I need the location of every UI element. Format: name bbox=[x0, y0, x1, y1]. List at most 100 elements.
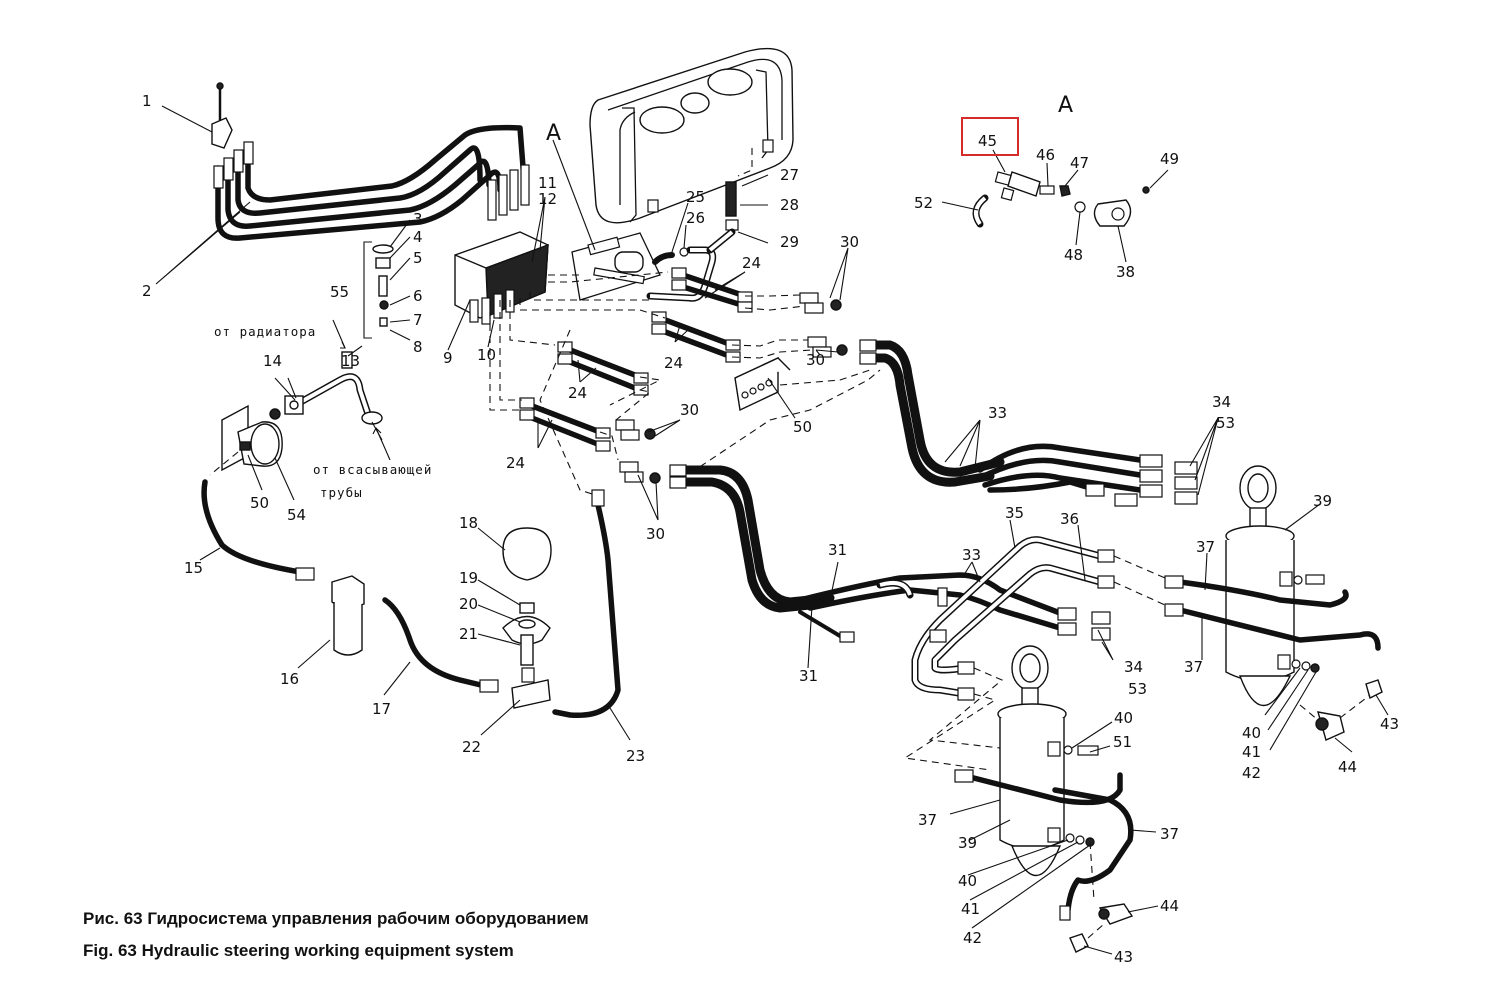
label-part-37-d: 37 bbox=[1160, 825, 1179, 843]
cylinder-left bbox=[997, 645, 1099, 876]
label-part-15: 15 bbox=[184, 559, 203, 577]
label-part-8: 8 bbox=[413, 338, 423, 356]
label-part-5: 5 bbox=[413, 249, 423, 267]
label-part-26: 26 bbox=[686, 209, 705, 227]
label-part-29: 29 bbox=[780, 233, 799, 251]
label-part-14: 14 bbox=[263, 352, 282, 370]
label-part-24-b: 24 bbox=[664, 354, 683, 372]
bracket-50 bbox=[734, 356, 791, 412]
label-part-7: 7 bbox=[413, 311, 423, 329]
label-part-2: 2 bbox=[142, 282, 152, 300]
hydraulic-tank bbox=[589, 47, 794, 224]
label-part-18: 18 bbox=[459, 514, 478, 532]
label-part-4: 4 bbox=[413, 228, 423, 246]
label-part-47: 47 bbox=[1070, 154, 1089, 172]
pilot-control-handle bbox=[211, 82, 233, 149]
label-part-27: 27 bbox=[780, 166, 799, 184]
label-part-41-a: 41 bbox=[1242, 743, 1261, 761]
detail-ref-label: A bbox=[546, 121, 561, 146]
label-part-19: 19 bbox=[459, 569, 478, 587]
hoses-33-right bbox=[977, 443, 1198, 507]
label-part-35: 35 bbox=[1005, 504, 1024, 522]
relief-valve-kit bbox=[363, 241, 394, 339]
control-valve-block bbox=[454, 164, 549, 325]
label-part-24-d: 24 bbox=[506, 454, 525, 472]
label-part-22: 22 bbox=[462, 738, 481, 756]
label-part-44-a: 44 bbox=[1338, 758, 1357, 776]
label-part-34-b: 34 bbox=[1124, 658, 1143, 676]
suction-dashline bbox=[209, 451, 239, 476]
label-part-30-c: 30 bbox=[680, 401, 699, 419]
label-part-30-d: 30 bbox=[646, 525, 665, 543]
label-part-34-a: 34 bbox=[1212, 393, 1231, 411]
label-part-33-a: 33 bbox=[988, 404, 1007, 422]
hoses-24 bbox=[519, 267, 753, 452]
label-part-52: 52 bbox=[914, 194, 933, 212]
highlight-box-part-45 bbox=[961, 117, 1019, 156]
main-hoses-center bbox=[669, 339, 1005, 613]
figure-caption-ru: Рис. 63 Гидросистема управления рабочим … bbox=[83, 909, 589, 928]
note-from-suction-pipe-line2: трубы bbox=[320, 485, 363, 500]
label-part-50-b: 50 bbox=[250, 494, 269, 512]
label-part-24-a: 24 bbox=[742, 254, 761, 272]
label-part-36: 36 bbox=[1060, 510, 1079, 528]
label-part-6: 6 bbox=[413, 287, 423, 305]
flow-notes: от радиатора от всасывающей трубы bbox=[214, 319, 431, 500]
detail-a-enlargement bbox=[972, 171, 1150, 228]
label-part-25: 25 bbox=[686, 188, 705, 206]
label-part-49: 49 bbox=[1160, 150, 1179, 168]
label-part-24-c: 24 bbox=[568, 384, 587, 402]
cylinder-right bbox=[1225, 465, 1325, 706]
label-part-45: 45 bbox=[978, 132, 997, 150]
label-part-23: 23 bbox=[626, 747, 645, 765]
callout-labels: 1 2 3 4 5 6 7 8 55 9 10 11 12 A 25 26 27… bbox=[142, 92, 1399, 966]
label-part-43-a: 43 bbox=[1380, 715, 1399, 733]
label-part-10: 10 bbox=[477, 346, 496, 364]
label-part-54: 54 bbox=[287, 506, 306, 524]
label-part-53-b: 53 bbox=[1128, 680, 1147, 698]
label-part-28: 28 bbox=[780, 196, 799, 214]
label-part-37-a: 37 bbox=[1196, 538, 1215, 556]
label-part-51: 51 bbox=[1113, 733, 1132, 751]
label-part-13: 13 bbox=[341, 352, 360, 370]
label-part-37-b: 37 bbox=[1184, 658, 1203, 676]
label-part-41-b: 41 bbox=[961, 900, 980, 918]
label-part-50-a: 50 bbox=[793, 418, 812, 436]
label-part-9: 9 bbox=[443, 349, 453, 367]
label-part-16: 16 bbox=[280, 670, 299, 688]
adapters-30 bbox=[615, 292, 848, 484]
label-part-53-a: 53 bbox=[1216, 414, 1235, 432]
label-part-37-c: 37 bbox=[918, 811, 937, 829]
detail-a-assembly-inline bbox=[571, 181, 739, 302]
label-part-31-b: 31 bbox=[799, 667, 818, 685]
label-part-30-b: 30 bbox=[806, 351, 825, 369]
hoses-37 bbox=[954, 575, 1381, 921]
label-part-17: 17 bbox=[372, 700, 391, 718]
label-part-20: 20 bbox=[459, 595, 478, 613]
pump-group bbox=[221, 351, 383, 472]
label-part-30-a: 30 bbox=[840, 233, 859, 251]
label-part-48: 48 bbox=[1064, 246, 1083, 264]
pilot-hoses bbox=[213, 124, 527, 241]
label-part-42-a: 42 bbox=[1242, 764, 1261, 782]
label-part-31-a: 31 bbox=[828, 541, 847, 559]
label-part-40-b: 40 bbox=[1114, 709, 1133, 727]
label-part-46: 46 bbox=[1036, 146, 1055, 164]
figure-caption-en: Fig. 63 Hydraulic steering working equip… bbox=[83, 941, 514, 960]
label-part-33-b: 33 bbox=[962, 546, 981, 564]
note-from-radiator: от радиатора bbox=[214, 324, 316, 339]
label-part-21: 21 bbox=[459, 625, 478, 643]
label-part-39-a: 39 bbox=[1313, 492, 1332, 510]
label-part-12: 12 bbox=[538, 190, 557, 208]
label-part-11: 11 bbox=[538, 174, 557, 192]
label-part-38: 38 bbox=[1116, 263, 1135, 281]
label-part-42-b: 42 bbox=[963, 929, 982, 947]
detail-a-title: A bbox=[1058, 93, 1073, 118]
leader-lines bbox=[155, 105, 1389, 955]
label-part-3: 3 bbox=[413, 210, 423, 228]
label-part-44-b: 44 bbox=[1160, 897, 1179, 915]
label-part-39-b: 39 bbox=[958, 834, 977, 852]
label-part-40-c: 40 bbox=[958, 872, 977, 890]
label-part-1: 1 bbox=[142, 92, 152, 110]
